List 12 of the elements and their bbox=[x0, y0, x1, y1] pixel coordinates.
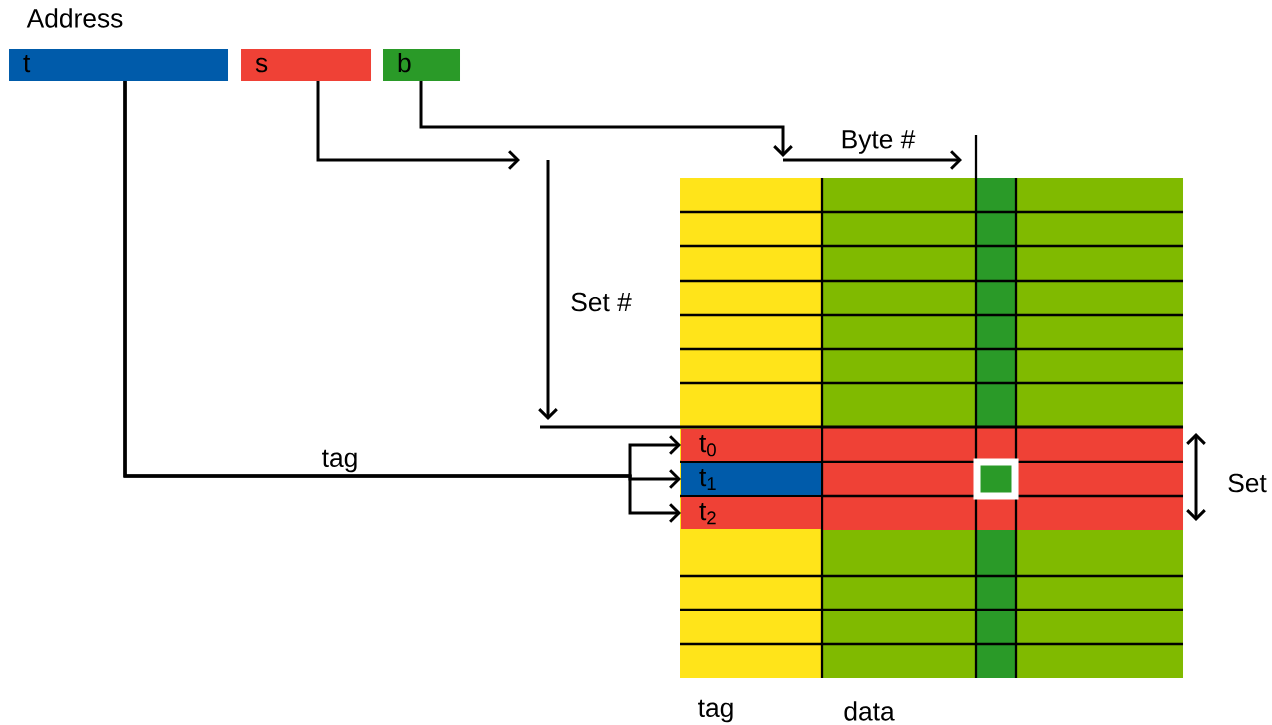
edge-label: tag bbox=[319, 447, 361, 474]
column-label: tag bbox=[698, 699, 733, 723]
tag-cell: t$_{1}$ bbox=[681, 463, 821, 495]
tag-cell: t$_{0}$ bbox=[681, 429, 821, 461]
address-field: s bbox=[241, 49, 371, 81]
address-field: b bbox=[383, 49, 460, 81]
axis-label: Set bbox=[1228, 473, 1267, 493]
axis-label: Byte # bbox=[842, 130, 916, 154]
axis-label: Set # bbox=[571, 292, 632, 312]
tag-cell: t$_{2}$ bbox=[681, 497, 821, 529]
column-label: data bbox=[844, 701, 895, 721]
address-field: t bbox=[9, 49, 228, 81]
